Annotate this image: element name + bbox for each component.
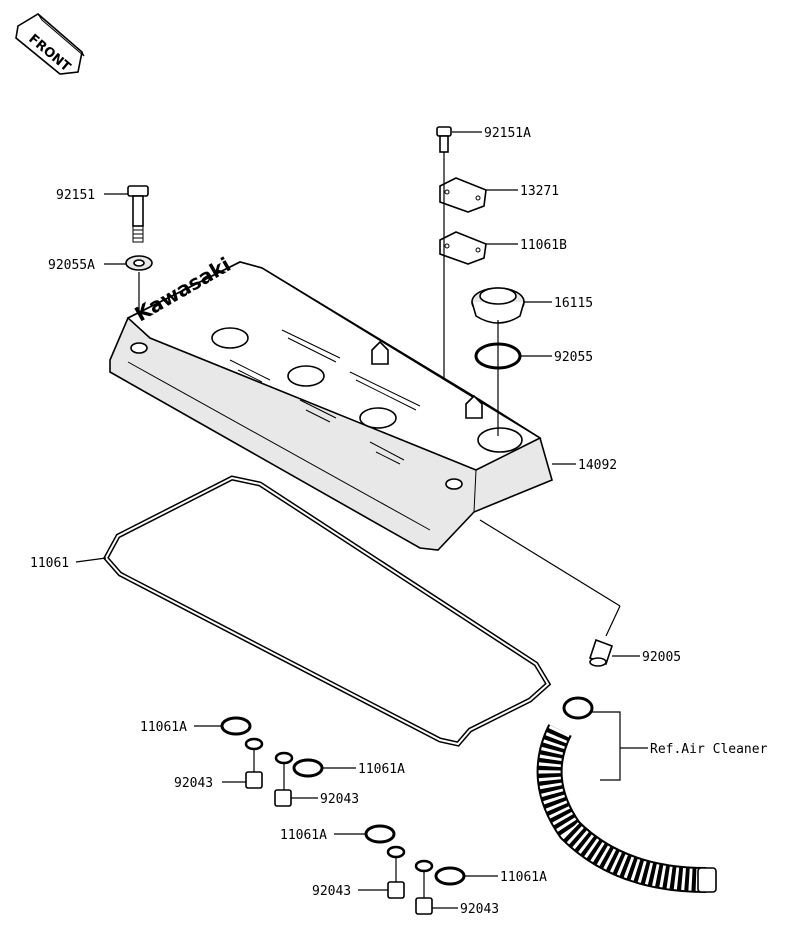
washer-92055a-icon xyxy=(125,255,153,271)
hose-clamp-icon xyxy=(562,696,594,720)
gasket-11061-icon xyxy=(102,475,552,747)
seal-set-2-icon xyxy=(364,824,466,915)
label-11061b: 11061B xyxy=(520,238,567,253)
label-11061a-1: 11061A xyxy=(140,720,187,735)
label-92043-4: 92043 xyxy=(460,902,499,917)
label-13271: 13271 xyxy=(520,184,559,199)
breather-hose-icon xyxy=(536,724,717,893)
label-92055: 92055 xyxy=(554,350,593,365)
label-92005: 92005 xyxy=(642,650,681,665)
label-92043-1: 92043 xyxy=(174,776,213,791)
label-14092: 14092 xyxy=(578,458,617,473)
bolt-92151a-icon xyxy=(436,126,452,153)
front-arrow-icon: FRONT xyxy=(15,13,85,75)
label-92055a: 92055A xyxy=(48,258,95,273)
oil-cap-16115-icon xyxy=(471,287,525,324)
label-92151: 92151 xyxy=(56,188,95,203)
fitting-92005-icon xyxy=(588,638,614,667)
seal-set-1-icon xyxy=(220,716,324,807)
reference-note: Ref.Air Cleaner xyxy=(650,742,768,757)
label-16115: 16115 xyxy=(554,296,593,311)
label-11061a-3: 11061A xyxy=(280,828,327,843)
gasket-11061b-icon xyxy=(439,231,487,265)
plate-13271-icon xyxy=(439,177,487,213)
label-11061a-2: 11061A xyxy=(358,762,405,777)
label-92043-2: 92043 xyxy=(320,792,359,807)
label-11061: 11061 xyxy=(30,556,69,571)
label-92043-3: 92043 xyxy=(312,884,351,899)
leader-lines xyxy=(75,131,640,909)
label-92151a: 92151A xyxy=(484,126,531,141)
bolt-92151-icon xyxy=(127,185,149,243)
label-11061a-4: 11061A xyxy=(500,870,547,885)
